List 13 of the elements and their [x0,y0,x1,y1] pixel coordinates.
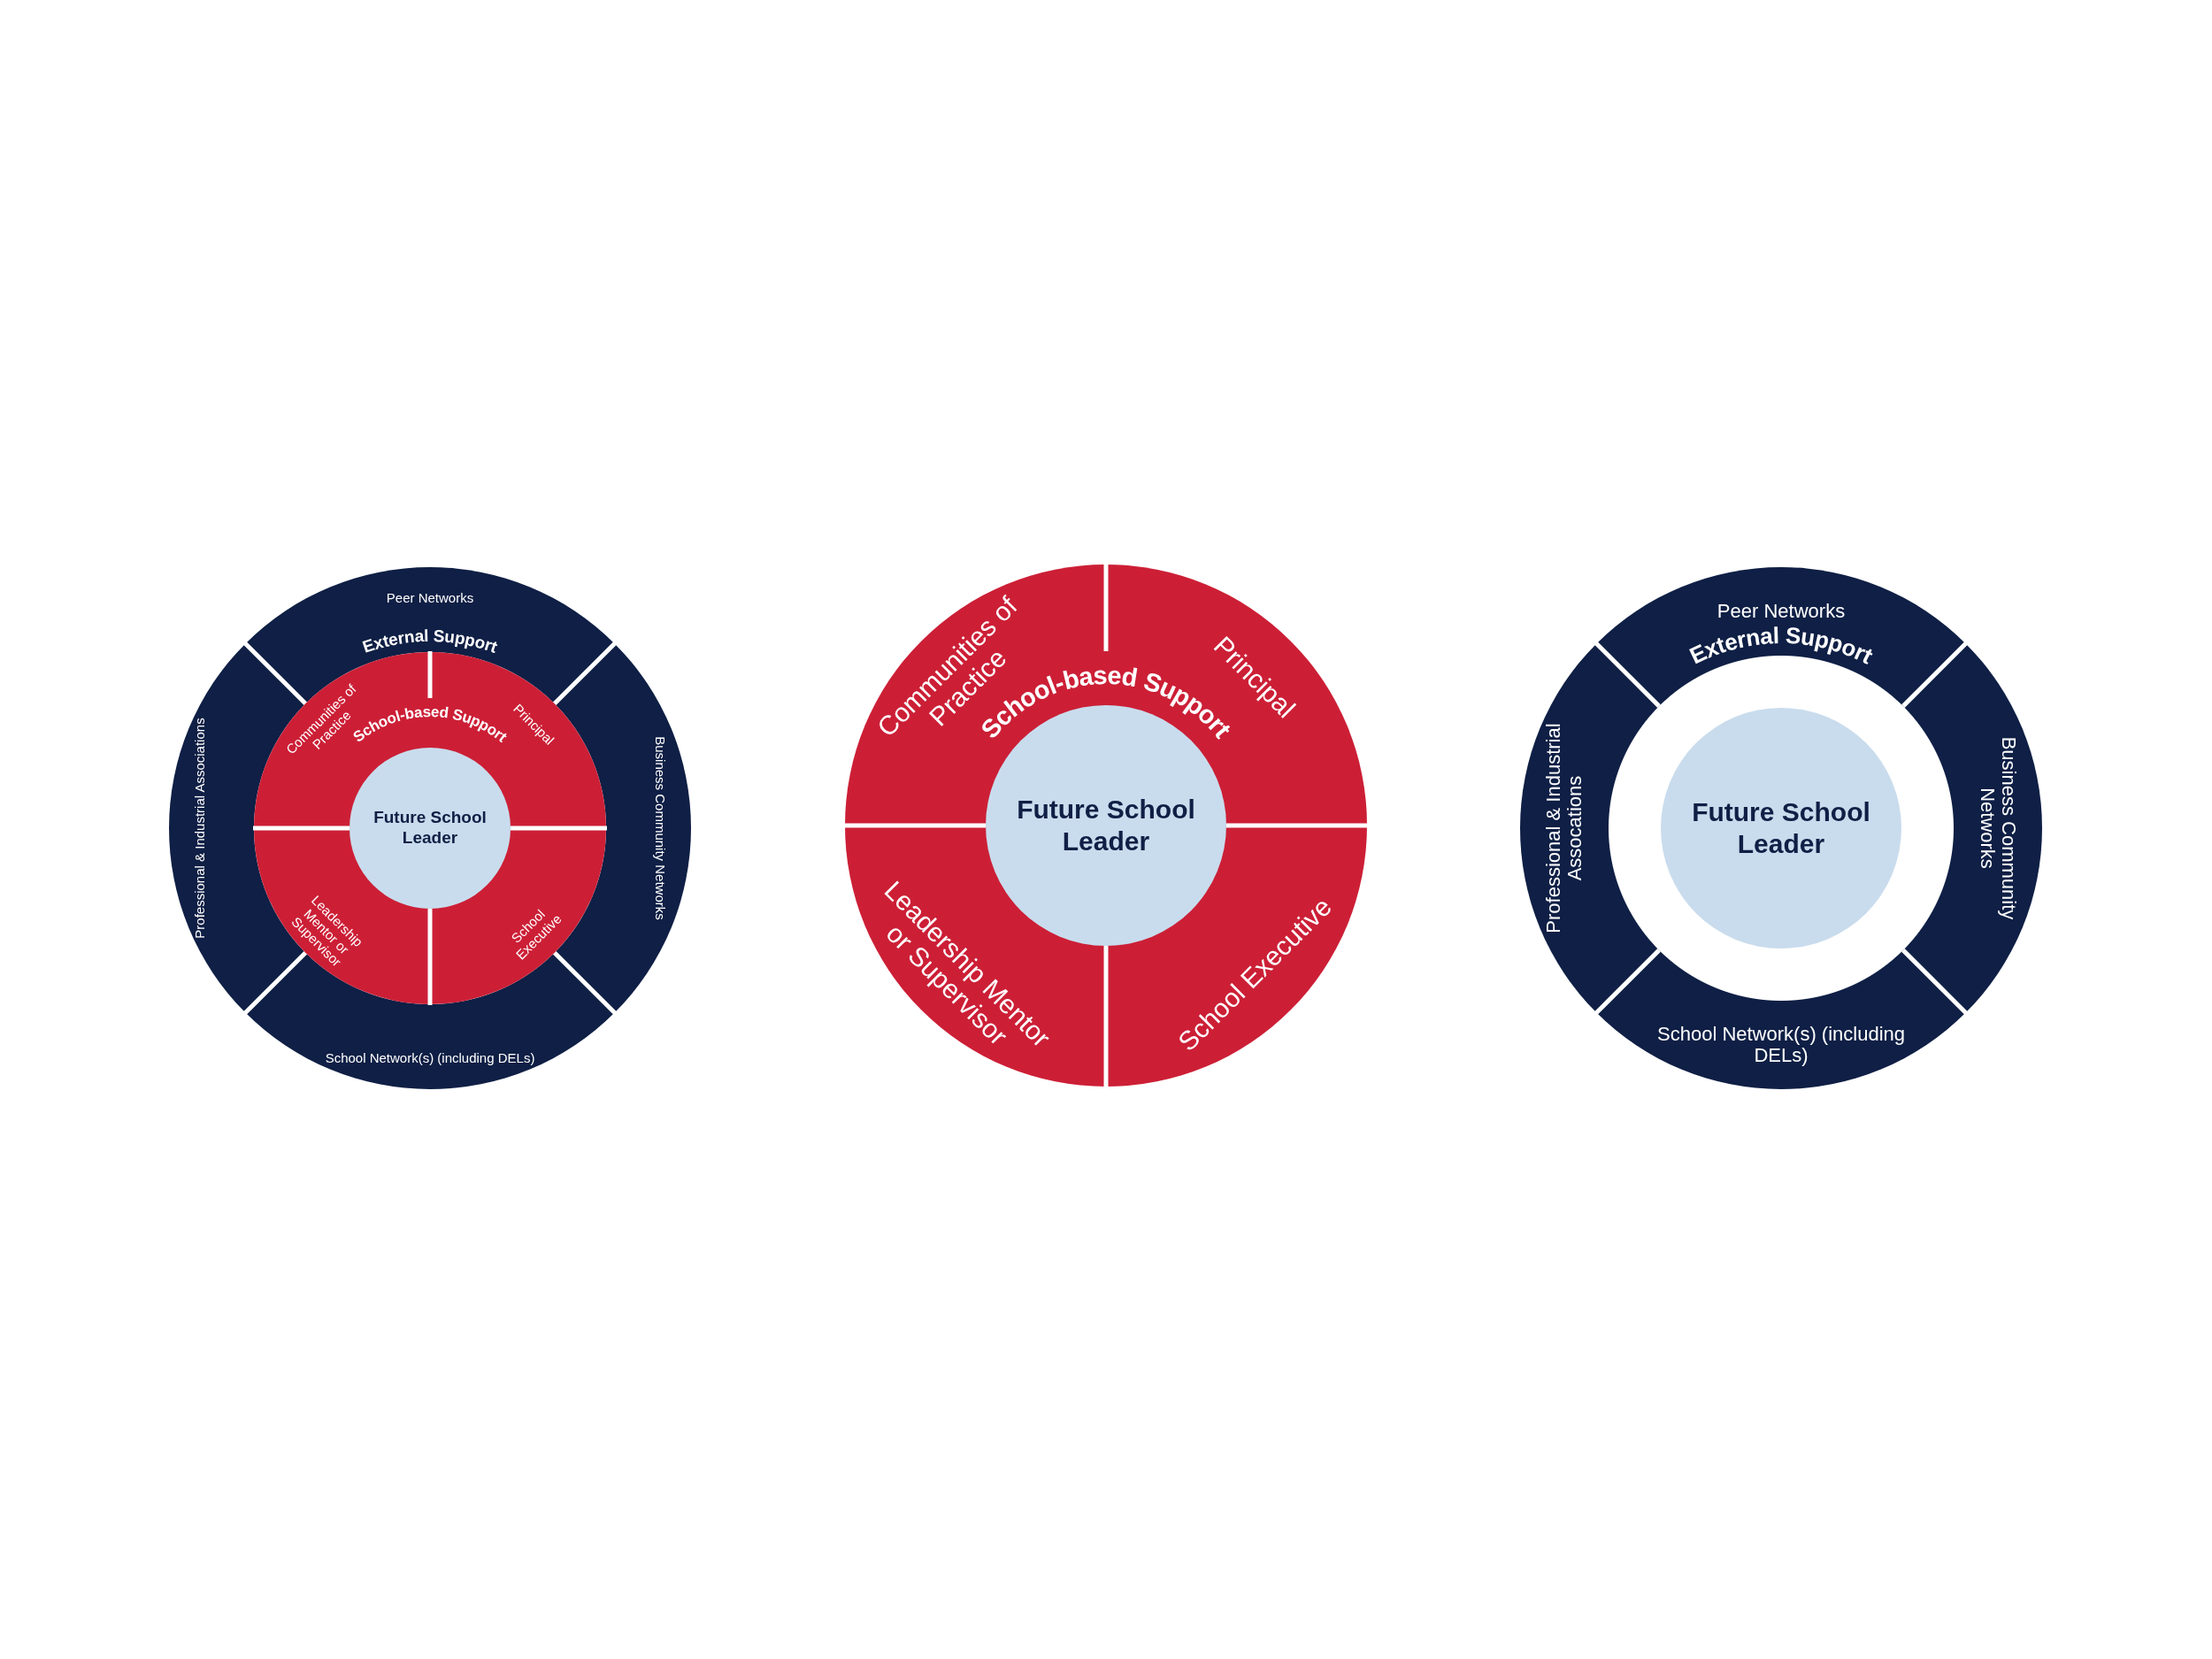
segment-label: School Network(s) (including DELs) [1657,1023,1905,1067]
ring-heading: External Support [360,626,500,657]
center-label: Future School Leader [373,808,488,849]
segment-label: Professional & Industrial Assocations [1542,704,1586,952]
center-label: Future School Leader [1691,796,1871,860]
segment-label: Business Community Networks [1976,704,2020,952]
segment-label: Business Community Networks [652,695,668,961]
center-label: Future School Leader [1016,794,1196,857]
ring-heading: External Support [1685,621,1878,670]
segment-label: Peer Networks [1657,600,1905,623]
segment-label: School Network(s) (including DELs) [297,1050,563,1066]
segment-label: Professional & Industrial Associations [192,695,208,961]
segment-label: Peer Networks [297,590,563,606]
